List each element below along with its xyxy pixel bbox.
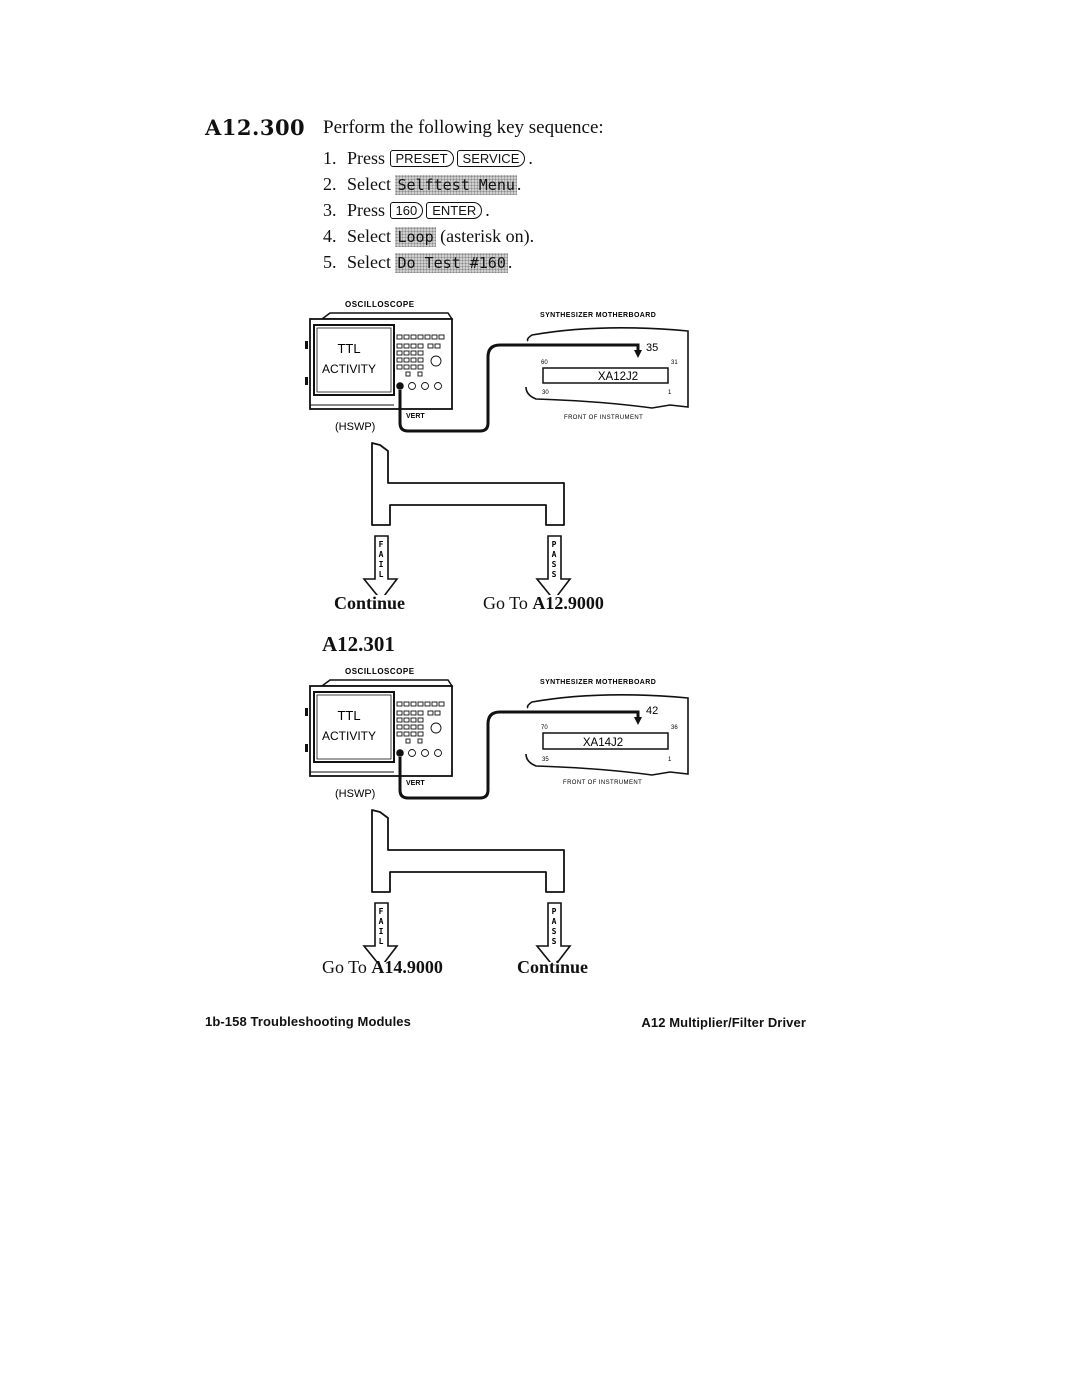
- pin-bottom-right: 1: [668, 757, 672, 763]
- vert-label: VERT: [406, 780, 425, 787]
- svg-text:F: F: [379, 907, 384, 916]
- hswp-label: (HSWP): [335, 788, 375, 800]
- svg-text:P: P: [552, 907, 557, 916]
- step-4: 4.Select Loop (asterisk on).: [323, 226, 535, 247]
- result-fail-goto: Go To A14.9000: [322, 957, 443, 977]
- enter-key: ENTER: [426, 202, 483, 219]
- connector-label: XA14J2: [583, 737, 623, 749]
- motherboard-label: SYNTHESIZER MOTHERBOARD: [540, 679, 656, 686]
- pin-top-right: 36: [671, 725, 678, 731]
- probe-cable: [398, 710, 640, 800]
- connector-box: [542, 367, 669, 384]
- step-id-a12-301: A12.301: [322, 632, 395, 656]
- oscilloscope-label: OSCILLOSCOPE: [345, 300, 415, 309]
- result-fail-continue: Continue: [334, 593, 406, 613]
- svg-text:S: S: [552, 927, 557, 936]
- goto-target-a12-9000: A12.9000: [532, 593, 604, 613]
- svg-text:A: A: [552, 550, 557, 559]
- probe-pin-number: 35: [646, 342, 658, 354]
- pin-top-left: 70: [541, 725, 548, 731]
- test-setup-diagram-2: OSCILLOSCOPE TTL ACTIVITY VER: [300, 662, 700, 962]
- oscilloscope-label: OSCILLOSCOPE: [345, 667, 415, 676]
- test-setup-diagram-1: OSCILLOSCOPE TTL ACTIVITY: [300, 295, 700, 595]
- svg-text:L: L: [379, 937, 384, 946]
- footer-section-label: A12 Multiplier/Filter Driver: [641, 1015, 806, 1030]
- oscilloscope: TTL ACTIVITY: [305, 312, 454, 410]
- screen-activity: ACTIVITY: [322, 729, 376, 743]
- connector-label: XA12J2: [598, 371, 638, 383]
- fail-arrow: [362, 535, 399, 595]
- front-of-instrument-label: FRONT OF INSTRUMENT: [563, 780, 642, 786]
- svg-text:L: L: [379, 570, 384, 579]
- pass-arrow: [535, 902, 572, 962]
- result-pass-goto: Go To A12.9000: [483, 593, 604, 613]
- pass-arrow: [535, 535, 572, 595]
- vert-label: VERT: [406, 413, 425, 420]
- screen-activity: ACTIVITY: [322, 362, 376, 376]
- oscilloscope: TTL ACTIVITY: [305, 679, 454, 777]
- probe-cable: [398, 343, 640, 433]
- motherboard-outline: [525, 694, 689, 776]
- probe-tip-icon: [634, 717, 642, 725]
- connector-box: [542, 732, 669, 750]
- screen-ttl: TTL: [337, 708, 360, 723]
- svg-text:S: S: [552, 570, 557, 579]
- step-2: 2.Select Selftest Menu.: [323, 174, 522, 195]
- do-test-160-softkey: Do Test #160: [395, 253, 508, 273]
- decision-path: [371, 809, 565, 893]
- pin-top-left: 60: [541, 360, 548, 366]
- svg-text:I: I: [379, 927, 384, 936]
- svg-text:A: A: [552, 917, 557, 926]
- procedure-intro: Perform the following key sequence:: [323, 117, 604, 138]
- decision-path: [371, 442, 565, 526]
- motherboard-label: SYNTHESIZER MOTHERBOARD: [540, 312, 656, 319]
- svg-text:S: S: [552, 560, 557, 569]
- step-id-a12-300: A12.300: [205, 115, 306, 140]
- preset-key: PRESET: [389, 150, 454, 167]
- svg-text:A: A: [379, 550, 384, 559]
- footer-page-label: 1b-158 Troubleshooting Modules: [205, 1014, 411, 1029]
- key-160: 160: [389, 202, 424, 219]
- pin-bottom-left: 30: [542, 390, 549, 396]
- pin-top-right: 31: [671, 360, 678, 366]
- probe-pin-number: 42: [646, 705, 658, 717]
- selftest-menu-softkey: Selftest Menu: [395, 175, 517, 195]
- svg-text:I: I: [379, 560, 384, 569]
- svg-text:S: S: [552, 937, 557, 946]
- goto-target-a14-9000: A14.9000: [371, 957, 443, 977]
- svg-text:A: A: [379, 917, 384, 926]
- motherboard-outline: [525, 327, 689, 409]
- probe-tip-icon: [634, 350, 642, 358]
- screen-ttl: TTL: [337, 341, 360, 356]
- result-pass-continue: Continue: [517, 957, 589, 977]
- step-5: 5.Select Do Test #160.: [323, 252, 513, 273]
- fail-arrow: [362, 902, 399, 962]
- service-key: SERVICE: [456, 150, 526, 167]
- pin-bottom-right: 1: [668, 390, 672, 396]
- loop-softkey: Loop: [395, 227, 436, 247]
- svg-text:P: P: [552, 540, 557, 549]
- front-of-instrument-label: FRONT OF INSTRUMENT: [564, 415, 643, 421]
- hswp-label: (HSWP): [335, 421, 375, 433]
- pin-bottom-left: 35: [542, 757, 549, 763]
- svg-text:F: F: [379, 540, 384, 549]
